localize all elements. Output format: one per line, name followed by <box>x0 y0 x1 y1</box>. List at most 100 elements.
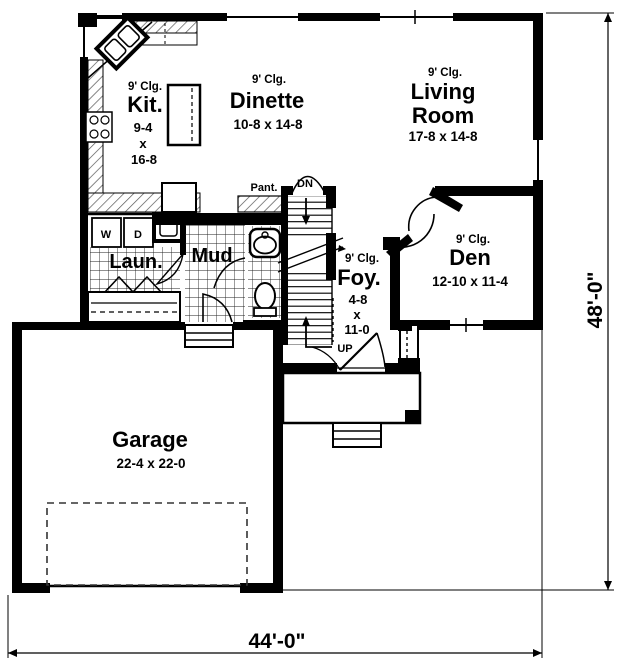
door-arc-mud-garage <box>202 293 233 323</box>
room-label-mud: Mud <box>191 245 232 267</box>
dim-garage: 22-4 x 22-0 <box>116 456 185 471</box>
garage-door-dashed-outline <box>46 502 248 586</box>
stairs <box>277 175 346 348</box>
wall-post <box>78 13 97 27</box>
wall-segment <box>533 13 543 140</box>
break-line <box>277 237 344 264</box>
faucet <box>261 231 269 239</box>
kitchen-fixtures <box>85 14 202 213</box>
front-door-arc <box>376 332 386 368</box>
stair-treads-up <box>288 268 332 345</box>
room-label-pantry: Pant. <box>251 182 278 194</box>
refrigerator-icon <box>161 182 197 213</box>
wall-segment <box>243 320 285 328</box>
sink-bowl <box>253 235 277 255</box>
door-arc-laundry <box>154 251 185 286</box>
wall-segment <box>122 13 227 21</box>
room-label-laundry: Laun. <box>109 251 162 273</box>
wall-segment <box>533 180 543 330</box>
burner <box>89 115 99 125</box>
wall-segment <box>453 13 543 21</box>
ceiling-label-dinette: 9' Clg. <box>252 74 286 86</box>
foyer-structure <box>283 237 420 373</box>
wall-segment <box>240 583 283 593</box>
dim-kitchen-sep: x <box>139 136 147 151</box>
counter-left <box>87 141 104 194</box>
mud-room-fixtures <box>155 213 283 323</box>
dim-foyer-sep: x <box>353 307 361 322</box>
toilet-icon <box>254 282 276 310</box>
wall-segment <box>281 190 288 345</box>
den-door-arc <box>407 196 438 232</box>
leader-arrowhead <box>338 245 346 252</box>
angled-wall-stub <box>386 234 413 258</box>
dryer-label: D <box>134 229 142 241</box>
porch-steps <box>332 422 382 448</box>
dim-dinette: 10-8 x 14-8 <box>233 117 303 132</box>
wall-post <box>405 410 420 423</box>
ceiling-label-kitchen: 9' Clg. <box>128 81 162 93</box>
arrowhead <box>533 649 542 657</box>
porch-outline <box>281 371 422 425</box>
dim-kitchen-w: 9-4 <box>134 120 154 135</box>
wall-segment <box>483 320 543 330</box>
wall-segment <box>298 13 380 21</box>
overall-height-dim: 48'-0" <box>584 272 607 329</box>
ceiling-label-den: 9' Clg. <box>456 234 490 246</box>
stair-treads-down <box>288 196 332 240</box>
kitchen-sink-icon <box>93 14 151 72</box>
room-label-den: Den <box>449 245 491 270</box>
wall-segment <box>95 15 122 19</box>
down-arrow-icon <box>302 216 310 225</box>
wall-segment <box>326 233 336 280</box>
wall-segment <box>390 250 400 330</box>
powder-room-fixtures <box>243 226 285 328</box>
burner <box>89 129 99 139</box>
laundry-closet <box>87 291 181 323</box>
stairs-down-label: DN <box>297 178 313 190</box>
room-label-living-1: Living <box>411 79 476 104</box>
arrowhead <box>604 13 612 22</box>
mud-tile-floor <box>185 225 245 322</box>
angled-wall-stub <box>429 187 463 212</box>
room-label-garage: Garage <box>112 427 188 452</box>
washer-label: W <box>101 229 112 241</box>
counter-left <box>87 59 104 113</box>
wall-segment <box>12 322 22 593</box>
wall-segment <box>435 186 543 196</box>
den-door-arc <box>391 213 435 249</box>
ceiling-label-living: 9' Clg. <box>428 67 462 79</box>
dim-living: 17-8 x 14-8 <box>408 129 478 144</box>
stairs-up-label: UP <box>337 343 352 355</box>
wall-post <box>398 322 412 331</box>
garage-steps <box>184 324 234 348</box>
overall-width-dim: 44'-0" <box>249 630 306 653</box>
arrowhead <box>604 581 612 590</box>
arched-opening <box>291 175 326 194</box>
cooktop-icon <box>85 111 113 143</box>
up-arrow-icon <box>302 316 310 326</box>
washer-icon <box>91 217 122 248</box>
den-structure <box>386 186 543 258</box>
kitchen-island <box>166 83 202 147</box>
room-label-living-2: Room <box>412 103 474 128</box>
arrowhead <box>8 649 17 657</box>
room-label-kitchen: Kit. <box>127 92 162 117</box>
dim-den: 12-10 x 11-4 <box>432 274 508 289</box>
wall-segment <box>180 213 186 255</box>
burner <box>100 115 110 125</box>
front-door-leaf <box>339 332 378 371</box>
wall-segment <box>80 57 88 330</box>
door-arc-mud-hall <box>213 257 246 289</box>
wall-segment <box>390 320 450 330</box>
labels: 9' Clg. Kit. 9-4 x 16-8 9' Clg. Dinette … <box>101 67 607 653</box>
wall-segment <box>12 322 185 330</box>
dim-foyer-w: 4-8 <box>349 292 368 307</box>
pantry-fixtures <box>237 195 283 213</box>
pantry-shelf <box>237 195 283 213</box>
dimension-lines <box>7 12 614 658</box>
burner <box>100 129 110 139</box>
up-arrow-line <box>305 322 332 348</box>
